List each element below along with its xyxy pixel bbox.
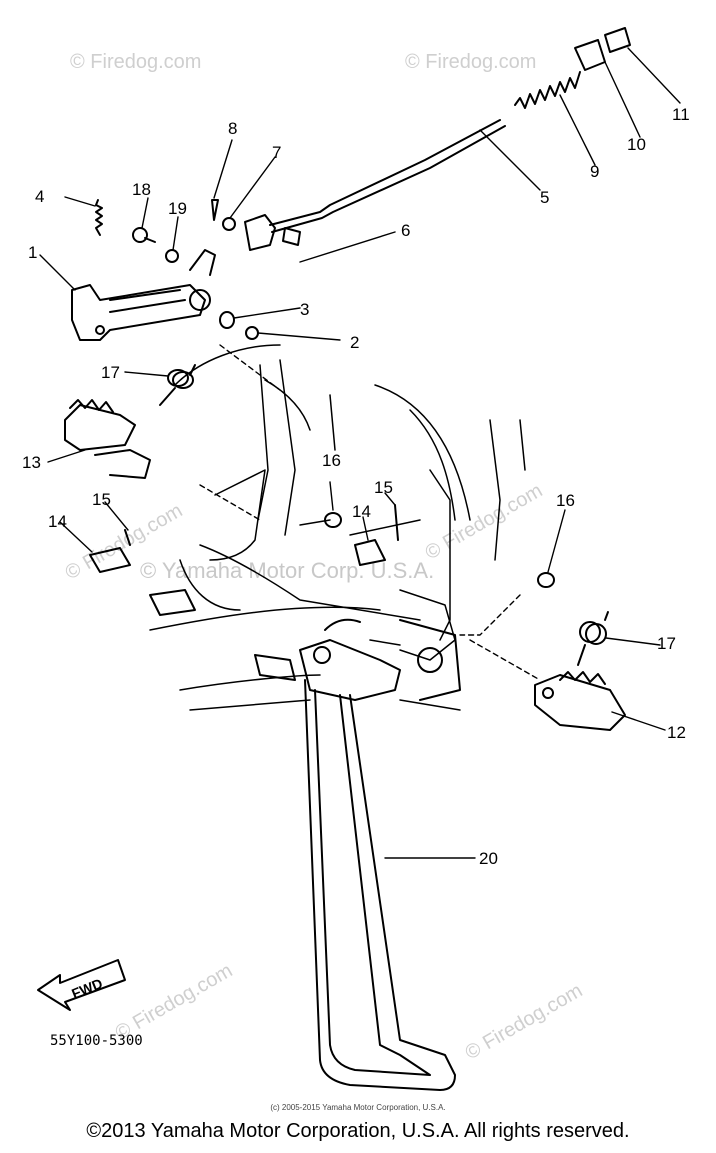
- callout-1: 1: [28, 243, 37, 262]
- watermark-firedog: © Firedog.com: [112, 960, 237, 1045]
- footrest-pin: [354, 539, 386, 566]
- cotter-pin: [211, 199, 219, 221]
- brake-pedal: [71, 249, 216, 341]
- callout-10: 10: [627, 135, 646, 154]
- clevis-pin: [282, 227, 301, 246]
- callout-19: 19: [168, 199, 187, 218]
- callout-11: 11: [672, 105, 690, 124]
- footrest-right: [534, 671, 626, 731]
- callout-14: 14: [352, 502, 371, 521]
- washer-3: [219, 311, 235, 329]
- watermark-firedog: © Firedog.com: [462, 980, 587, 1065]
- footrest-spring: [577, 611, 609, 666]
- callout-18: 18: [132, 180, 151, 199]
- rod-spring: [514, 71, 581, 109]
- footrest-left: [64, 399, 151, 479]
- stand-bolt: [254, 654, 296, 681]
- washer-19: [165, 249, 179, 263]
- callout-6: 6: [401, 221, 410, 240]
- callout-9: 9: [590, 162, 599, 181]
- bolt-18: [132, 227, 156, 243]
- callout-12: 12: [667, 723, 686, 742]
- footrest-cotter: [124, 529, 131, 546]
- parts-diagram: © Firedog.com © Firedog.com © Firedog.co…: [22, 27, 690, 1091]
- watermark-firedog: © Firedog.com: [70, 51, 201, 73]
- callout-2: 2: [350, 333, 359, 352]
- small-credit: (c) 2005-2015 Yamaha Motor Corporation, …: [270, 1103, 446, 1112]
- callout-16: 16: [322, 451, 341, 470]
- footrest-pin: [89, 547, 131, 573]
- rod-joint: [604, 27, 631, 53]
- washer-16: [537, 572, 555, 588]
- nut-2: [245, 326, 259, 340]
- watermark-firedog: © Firedog.com: [405, 51, 536, 73]
- footrest-spring: [159, 364, 196, 406]
- rod-adjuster: [574, 39, 606, 71]
- washer-7: [222, 217, 236, 231]
- washer-16: [324, 512, 342, 528]
- watermark-firedog: © Firedog.com: [422, 480, 547, 565]
- copyright-footer: ©2013 Yamaha Motor Corporation, U.S.A. A…: [86, 1120, 630, 1142]
- callout-16: 16: [556, 491, 575, 510]
- brake-rod: [269, 119, 506, 233]
- callout-7: 7: [272, 143, 281, 162]
- pedal-spring: [95, 199, 103, 236]
- frame-bracket: [149, 589, 196, 616]
- callout-13: 13: [22, 453, 41, 472]
- callout-15: 15: [374, 478, 393, 497]
- callout-17: 17: [657, 634, 676, 653]
- callout-5: 5: [540, 188, 549, 207]
- callout-14: 14: [48, 512, 67, 531]
- main-stand: [299, 618, 461, 1091]
- callout-17: 17: [101, 363, 120, 382]
- callout-4: 4: [35, 187, 44, 206]
- callout-20: 20: [479, 849, 498, 868]
- callout-15: 15: [92, 490, 111, 509]
- callout-3: 3: [300, 300, 309, 319]
- fwd-arrow: [37, 959, 126, 1011]
- callout-8: 8: [228, 119, 237, 138]
- leader-lines: [39, 47, 681, 859]
- rod-clevis: [244, 214, 276, 251]
- diagram-code: 55Y100-5300: [50, 1033, 143, 1049]
- footrest-cotter: [394, 504, 399, 541]
- fwd-label: FWD: [69, 975, 105, 1002]
